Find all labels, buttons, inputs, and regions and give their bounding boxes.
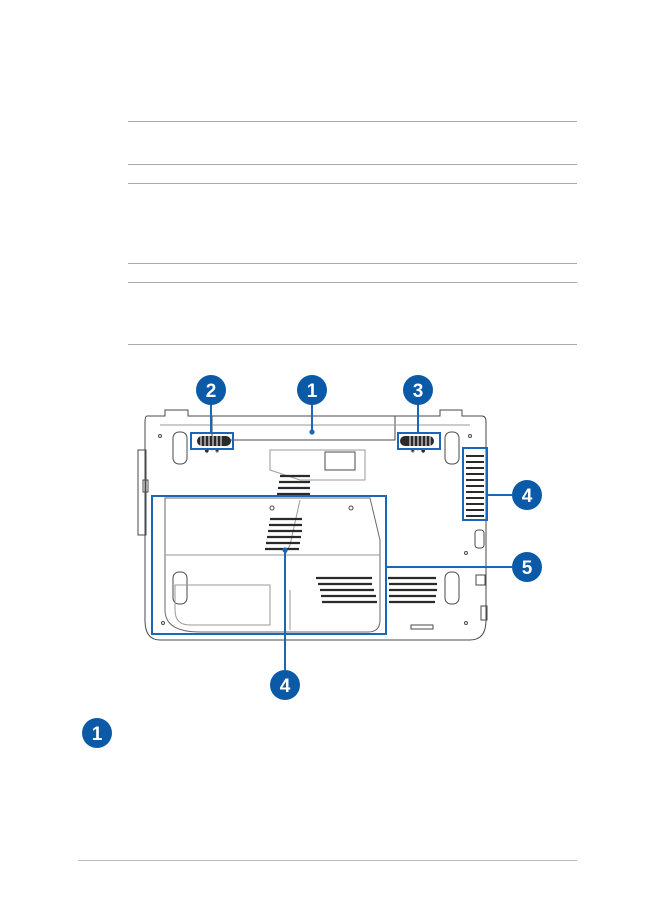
callout-2: 2 bbox=[196, 375, 226, 405]
callout-3-label: 3 bbox=[413, 381, 424, 402]
vent-lower-right bbox=[388, 576, 437, 604]
table-rule bbox=[128, 263, 577, 264]
callout-1: 1 bbox=[297, 375, 327, 405]
svg-text:◉ ◦ ●: ◉ ◦ ● bbox=[411, 448, 426, 454]
callout-5: 5 bbox=[512, 552, 542, 582]
section-marker-label: 1 bbox=[92, 724, 103, 745]
callout-3: 3 bbox=[403, 375, 433, 405]
callout-4-right-label: 4 bbox=[522, 486, 533, 507]
section-marker-1: 1 bbox=[82, 718, 112, 748]
callout-1-label: 1 bbox=[307, 381, 318, 402]
table-rule bbox=[128, 121, 577, 122]
battery-lock-left: ● ◦ ◉ bbox=[197, 436, 231, 454]
leader-dot-4 bbox=[282, 547, 288, 553]
vent-grilles bbox=[265, 455, 484, 604]
highlight-box-4-right bbox=[462, 447, 488, 521]
highlight-box-5 bbox=[151, 495, 387, 635]
table-rule bbox=[128, 183, 577, 184]
callout-4-bottom-label: 4 bbox=[280, 676, 291, 697]
table-rule bbox=[128, 164, 577, 165]
callout-4-bottom: 4 bbox=[270, 670, 300, 700]
table-rule bbox=[128, 282, 577, 283]
vent-compartment bbox=[265, 517, 302, 551]
callout-2-label: 2 bbox=[206, 381, 217, 402]
callout-highlights bbox=[151, 402, 512, 670]
leader-dot-1 bbox=[309, 429, 315, 435]
vent-lower-left bbox=[316, 576, 377, 604]
callout-5-label: 5 bbox=[522, 558, 533, 579]
vent-right-side bbox=[466, 455, 484, 517]
svg-text:● ◦ ◉: ● ◦ ◉ bbox=[205, 448, 220, 454]
vent-top-center bbox=[277, 474, 310, 496]
battery-lock-right: ◉ ◦ ● bbox=[400, 436, 434, 454]
footer-rule bbox=[78, 860, 577, 861]
callout-4-right: 4 bbox=[512, 480, 542, 510]
table-rule bbox=[128, 344, 577, 345]
